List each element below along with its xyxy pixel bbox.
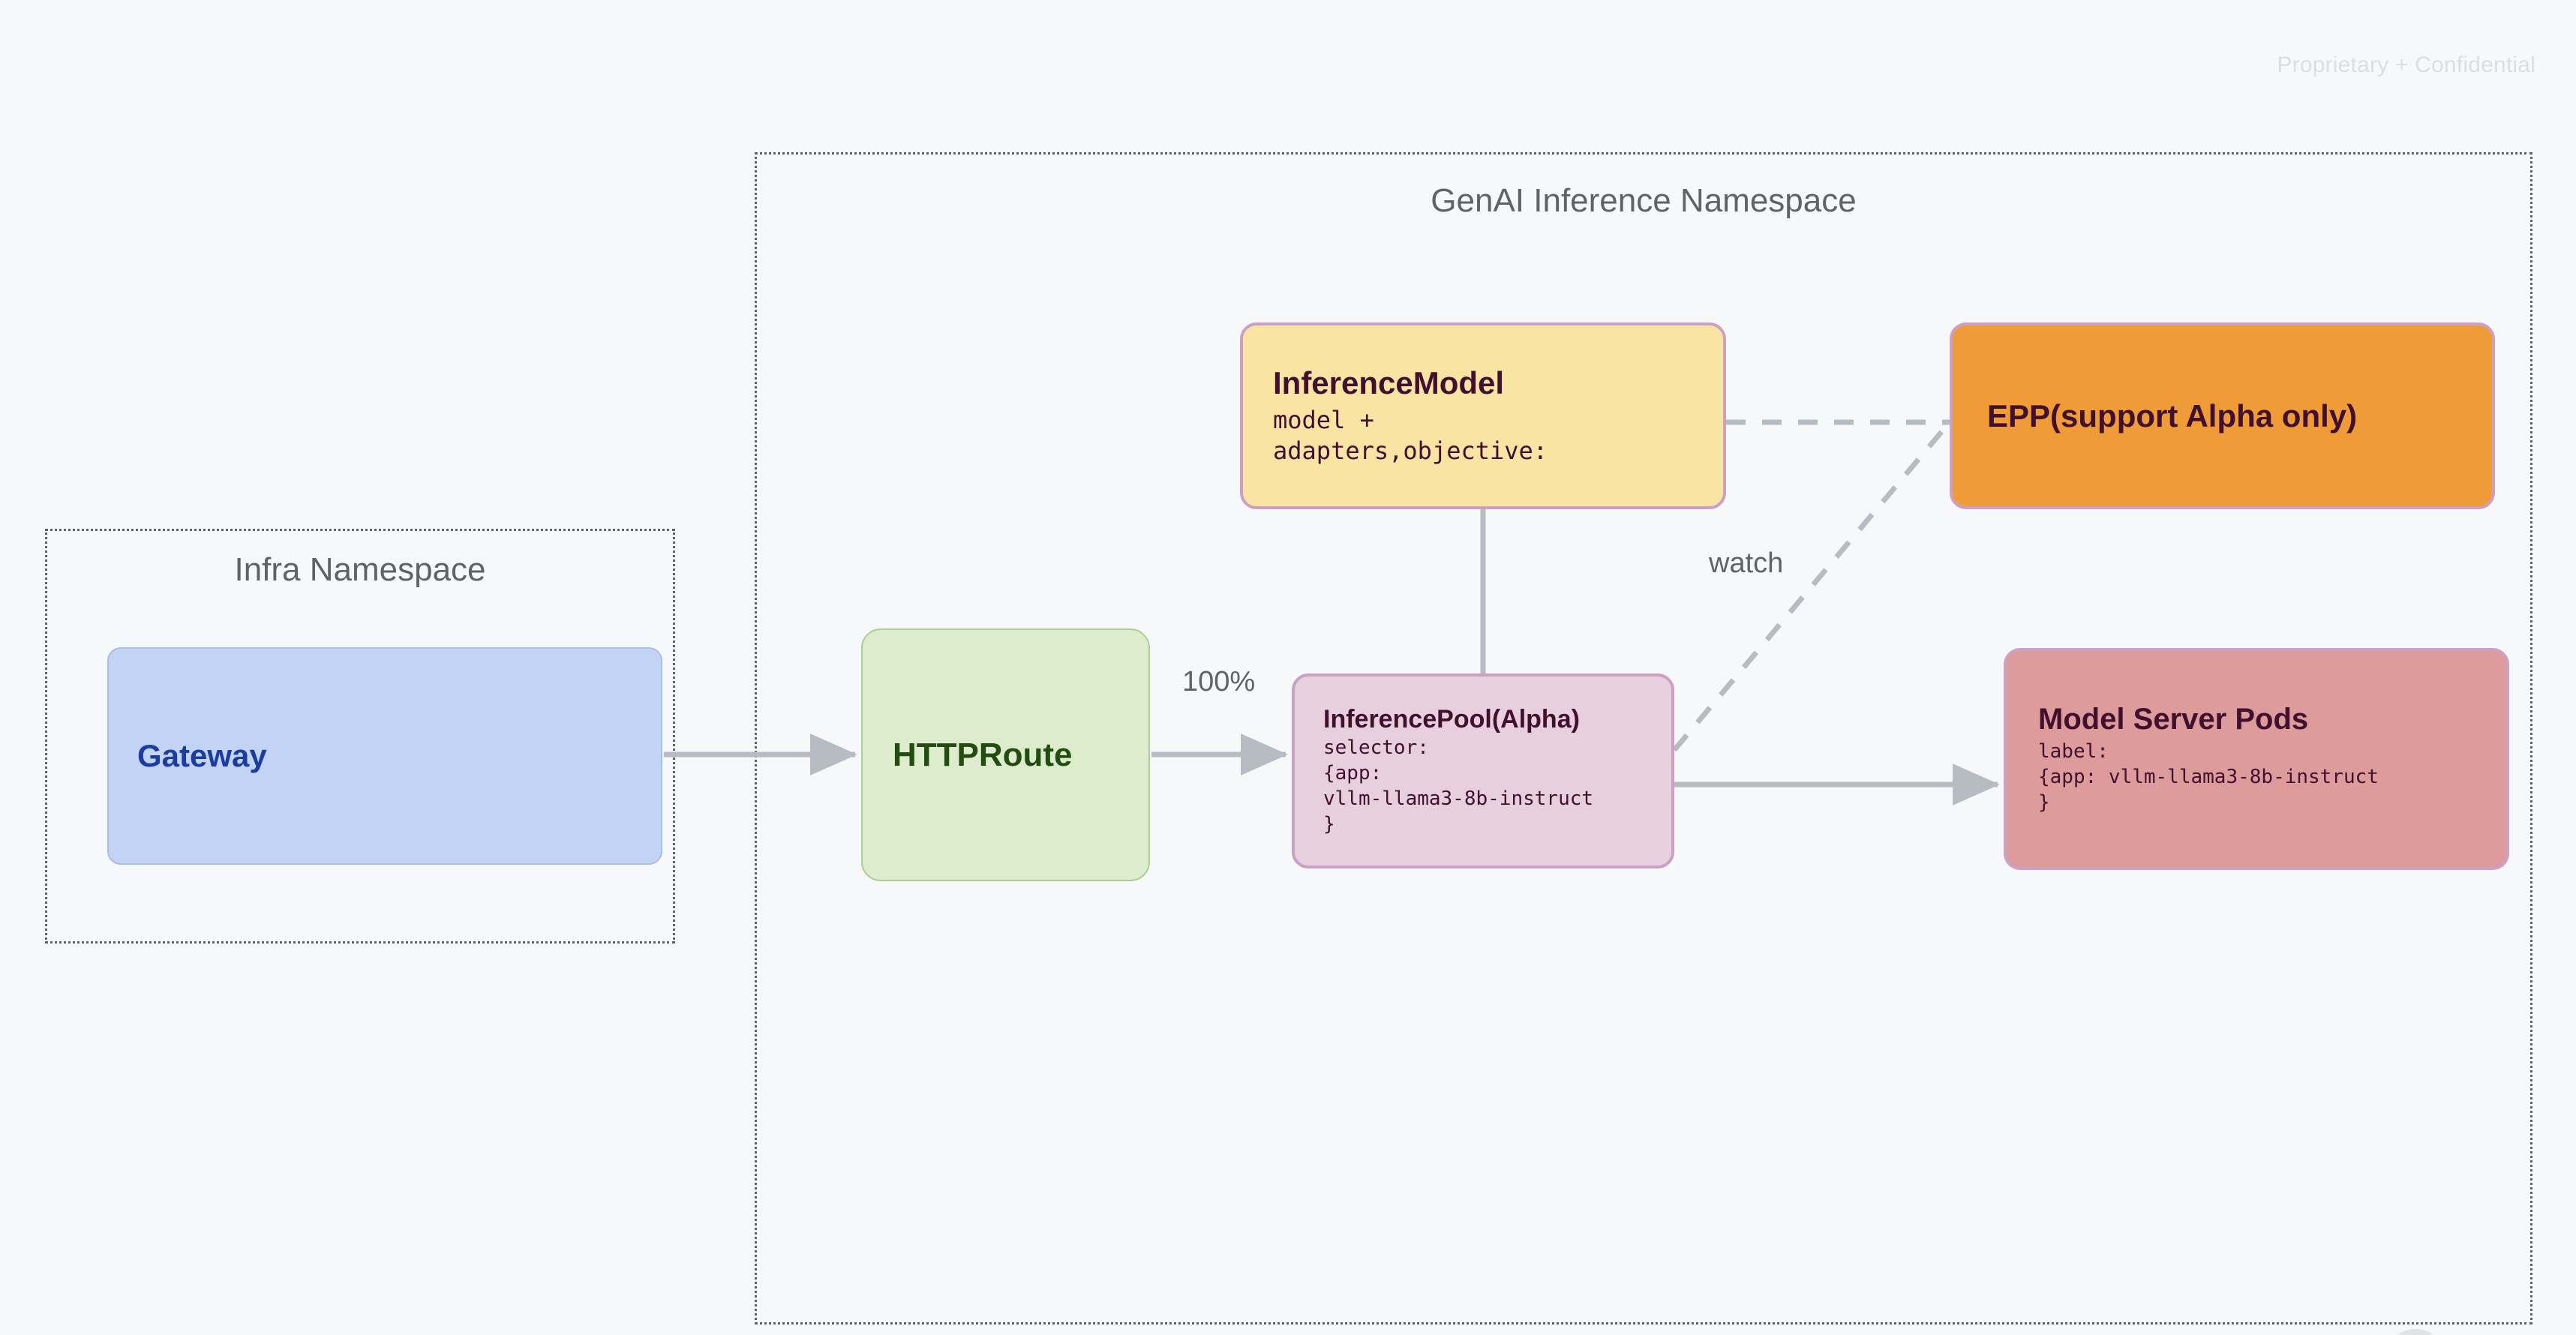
confidentiality-watermark: Proprietary + Confidential xyxy=(2277,52,2535,77)
node-gateway-title: Gateway xyxy=(137,738,267,774)
node-model-server-pods-spec: label: {app: vllm-llama3-8b-instruct } xyxy=(2038,740,2379,814)
genai-namespace-title: GenAI Inference Namespace xyxy=(1431,182,1857,219)
node-epp[interactable]: EPP(support Alpha only) xyxy=(1950,322,2495,509)
node-epp-title: EPP(support Alpha only) xyxy=(1987,398,2358,434)
node-httproute-title: HTTPRoute xyxy=(893,736,1073,773)
brand-mark-partial xyxy=(2397,1329,2433,1335)
edge-label-traffic-weight: 100% xyxy=(1182,666,1256,698)
node-model-server-pods[interactable]: Model Server Pods label: {app: vllm-llam… xyxy=(2004,648,2509,870)
node-inferencemodel[interactable]: InferenceModel model + adapters,objectiv… xyxy=(1240,322,1726,509)
infra-namespace-container xyxy=(45,529,675,944)
node-httproute[interactable]: HTTPRoute xyxy=(861,628,1150,881)
genai-namespace-container xyxy=(755,152,2532,1324)
node-gateway[interactable]: Gateway xyxy=(107,647,662,865)
node-inferencepool-title: InferencePool(Alpha) xyxy=(1323,705,1580,734)
node-inferencepool[interactable]: InferencePool(Alpha) selector: {app: vll… xyxy=(1292,674,1674,868)
infra-namespace-title: Infra Namespace xyxy=(234,551,486,588)
node-inferencemodel-spec: model + adapters,objective: xyxy=(1273,405,1548,466)
node-inferencepool-spec: selector: {app: vllm-llama3-8b-instruct … xyxy=(1323,736,1594,836)
node-inferencemodel-title: InferenceModel xyxy=(1273,365,1505,401)
edge-label-watch: watch xyxy=(1709,548,1784,579)
node-model-server-pods-title: Model Server Pods xyxy=(2038,703,2309,736)
